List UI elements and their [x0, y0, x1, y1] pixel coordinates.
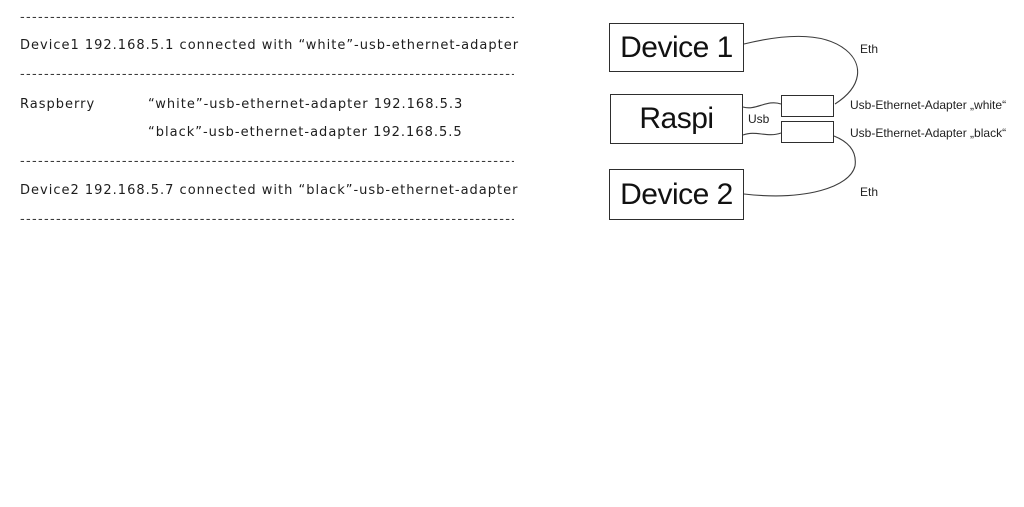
note-raspberry-black-row: “black”-usb-ethernet-adapter 192.168.5.5 [20, 125, 580, 141]
adapter-white-label: Usb-Ethernet-Adapter „white“ [850, 98, 1007, 112]
note-raspberry-row: Raspberry “white”-usb-ethernet-adapter 1… [20, 97, 580, 113]
eth-bottom-label: Eth [860, 185, 879, 199]
raspi-box-label: Raspi [639, 102, 714, 135]
device1-box-label: Device 1 [620, 30, 733, 64]
adapter-black-label: Usb-Ethernet-Adapter „black“ [850, 126, 1007, 140]
separator-line-3: ----------------------------------------… [20, 154, 514, 169]
raspi-box: Raspi [610, 94, 743, 144]
notes-panel: ----------------------------------------… [20, 0, 580, 240]
separator-line-4: ----------------------------------------… [20, 212, 514, 227]
note-device2-line: Device2 192.168.5.7 connected with “blac… [20, 183, 519, 198]
device1-box: Device 1 [609, 23, 744, 72]
note-raspberry-black-adapter: “black”-usb-ethernet-adapter 192.168.5.5 [148, 125, 463, 140]
usb-ethernet-adapter-white-box [781, 95, 834, 117]
eth-top-label: Eth [860, 42, 879, 56]
wire-black-adapter-to-device2 [743, 135, 856, 197]
separator-line-1: ----------------------------------------… [20, 10, 514, 25]
wire-device1-to-white-adapter [743, 35, 859, 105]
wire-raspi-to-black-adapter [742, 132, 782, 136]
wire-raspi-to-white-adapter [742, 102, 782, 109]
device2-box-label: Device 2 [620, 177, 733, 211]
note-raspberry-white-adapter: “white”-usb-ethernet-adapter 192.168.5.3 [148, 97, 464, 112]
usb-ethernet-adapter-black-box [781, 121, 834, 143]
device2-box: Device 2 [609, 169, 744, 220]
note-raspberry-label: Raspberry [20, 97, 96, 112]
separator-line-2: ----------------------------------------… [20, 67, 514, 82]
note-device1-line: Device1 192.168.5.1 connected with “whit… [20, 38, 520, 53]
usb-label: Usb [748, 112, 770, 126]
